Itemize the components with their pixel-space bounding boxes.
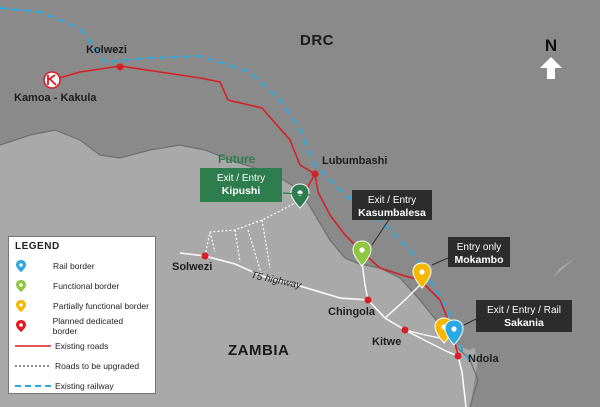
green-pin-icon (15, 279, 53, 293)
red-pin-icon (15, 319, 53, 333)
legend-road-swatch (15, 343, 55, 349)
legend-item-roads-upgrade: Roads to be upgraded (15, 356, 149, 376)
legend-item-functional-border: Functional border (15, 276, 149, 296)
legend-label-partial-border: Partially functional border (53, 301, 149, 311)
callout-mokambo-name: Mokambo (454, 254, 504, 266)
upgrade-road-links (209, 219, 271, 277)
callout-kasumbalesa: Exit / Entry Kasumbalesa (352, 190, 432, 220)
future-label: Future (218, 152, 256, 166)
callout-sakania-type: Exit / Entry / Rail (487, 305, 561, 316)
kasumbalesa-pin-icon (352, 240, 372, 267)
label-kamoa-kakula: Kamoa - Kakula (14, 92, 97, 104)
callout-mokambo-type: Entry only (456, 242, 502, 253)
legend-railway-swatch (15, 383, 55, 389)
kitwe-road (404, 329, 441, 339)
callout-sakania: Exit / Entry / Rail Sakania (476, 300, 572, 332)
north-label: N (544, 36, 558, 55)
mokambo-road (384, 284, 421, 319)
legend-title: LEGEND (15, 241, 60, 252)
label-kolwezi: Kolwezi (86, 44, 127, 56)
legend-item-railway: Existing railway (15, 376, 149, 396)
north-arrow-shape (540, 57, 562, 79)
label-kitwe: Kitwe (372, 336, 402, 348)
legend-label-functional-border: Functional border (53, 281, 120, 291)
country-zambia: ZAMBIA (228, 342, 290, 359)
legend-label-railway: Existing railway (55, 381, 114, 391)
legend-label-rail-border: Rail border (53, 261, 95, 271)
railway-line (0, 7, 471, 361)
label-solwezi: Solwezi (172, 261, 213, 273)
kasumbalesa-leader (371, 217, 391, 246)
legend-label-existing-roads: Existing roads (55, 341, 109, 351)
lubumbashi-dot (311, 170, 319, 178)
north-arrow-icon: N (536, 36, 566, 85)
chingola-road (361, 261, 369, 301)
sakania-leader (463, 317, 479, 326)
callout-kipushi: Exit / Entry Kipushi (200, 168, 282, 202)
kipushi-pin-icon (290, 183, 310, 209)
upgrade-road-north (204, 199, 301, 257)
kitwe-dot (401, 326, 409, 334)
label-ndola: Ndola (468, 353, 499, 365)
callout-kipushi-name: Kipushi (221, 185, 261, 197)
legend-item-planned-border: Planned dedicated border (15, 316, 149, 336)
callout-kasumbalesa-name: Kasumbalesa (358, 207, 426, 219)
callout-sakania-name: Sakania (504, 317, 544, 329)
mokambo-pin-icon (412, 262, 432, 289)
ndola-dot (454, 352, 462, 360)
callout-mokambo: Entry only Mokambo (448, 237, 510, 267)
kolwezi-dot (116, 63, 124, 71)
legend-item-rail-border: Rail border (15, 256, 149, 276)
chingola-dot (364, 296, 372, 304)
legend-label-planned-border: Planned dedicated border (52, 316, 124, 336)
blue-pin-icon (15, 259, 53, 273)
solwezi-dot (201, 252, 209, 260)
kipushi-leader (282, 192, 311, 196)
callout-kipushi-type: Exit / Entry (216, 173, 266, 184)
legend-label-roads-upgrade: Roads to be upgraded (55, 361, 140, 371)
callout-kasumbalesa-type: Exit / Entry (367, 195, 417, 206)
country-drc: DRC (300, 32, 334, 49)
mokambo-leader (431, 257, 449, 266)
label-chingola: Chingola (328, 306, 376, 318)
legend-upgrade-swatch (15, 363, 55, 369)
legend-item-existing-roads: Existing roads (15, 336, 149, 356)
legend: LEGEND Rail border Functional border Par… (8, 236, 156, 394)
legend-item-partial-border: Partially functional border (15, 296, 149, 316)
yellow-pin-icon (15, 299, 53, 313)
label-lubumbashi: Lubumbashi (322, 155, 388, 167)
sakania-blue-pin-icon (444, 319, 464, 346)
kamoa-logo-icon (43, 71, 61, 89)
